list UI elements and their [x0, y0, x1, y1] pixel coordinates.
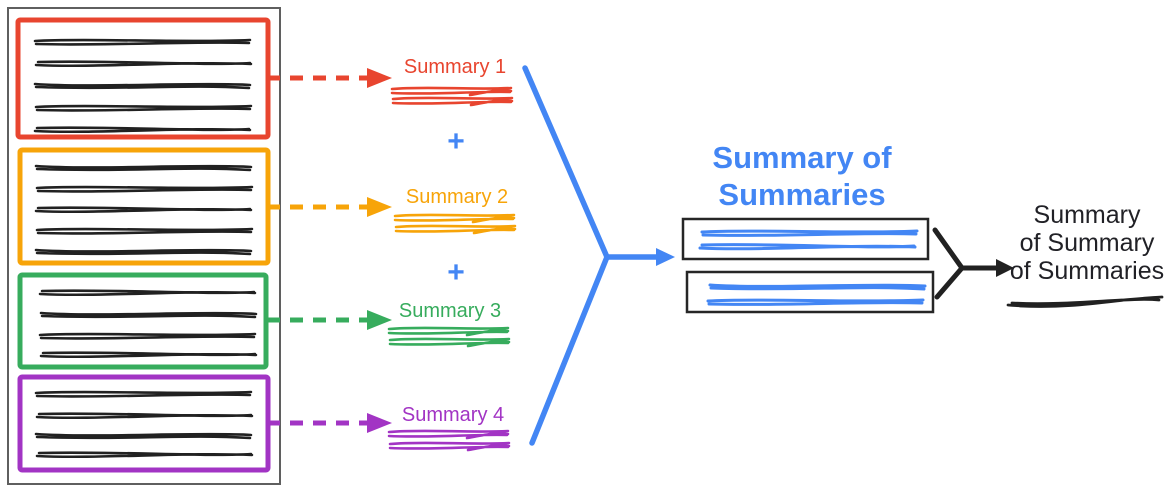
- orange-arrowhead-icon: [367, 197, 392, 217]
- text-scribble-line: [34, 164, 253, 172]
- final-summary: Summary of Summary of Summaries: [1006, 201, 1164, 308]
- black-arrowhead-icon: [996, 259, 1014, 277]
- final-summary-label-line3: of Summaries: [1010, 257, 1164, 285]
- summary-2-scribble: [393, 213, 517, 235]
- section-3-border: [17, 272, 269, 370]
- plus-operator-1: +: [447, 125, 465, 158]
- summary-scribble-line: [387, 326, 510, 337]
- sos-box-1: [681, 217, 930, 261]
- summary-1-label: Summary 1: [404, 56, 506, 78]
- text-scribble-line: [34, 432, 253, 440]
- summary-4: Summary 4: [267, 404, 511, 452]
- blue-arrowhead-icon: [656, 248, 675, 266]
- final-summary-label-line2: of Summary: [1020, 229, 1155, 257]
- plus-operator-2: +: [447, 256, 465, 289]
- merge-arrow-blue: [522, 65, 675, 446]
- summary-scribble-line: [393, 213, 516, 224]
- summary-4-scribble: [387, 429, 511, 452]
- summary-scribble-line: [388, 441, 511, 452]
- summary-of-summaries-title-line2: Summaries: [718, 177, 885, 212]
- summary-3-scribble: [387, 326, 511, 348]
- source-document: [7, 7, 281, 485]
- summary-2-label: Summary 2: [406, 186, 508, 208]
- summary-scribble-line: [708, 283, 927, 291]
- document-section-1: [15, 17, 271, 140]
- document-section-2: [17, 147, 271, 266]
- sos-box-1-border: [681, 217, 930, 261]
- section-1-border: [15, 17, 271, 140]
- text-scribble-line: [33, 82, 252, 90]
- summary-scribble-line: [390, 86, 513, 97]
- summary-3: Summary 3: [267, 300, 511, 348]
- summary-scribble-line: [394, 224, 517, 235]
- black-converging-lines: [932, 227, 965, 300]
- green-arrowhead-icon: [367, 310, 392, 330]
- document-section-4: [17, 374, 271, 473]
- summary-scribble-line: [387, 429, 510, 440]
- summary-of-summaries: Summary of Summaries: [681, 140, 935, 314]
- sos-box-2-border: [685, 270, 935, 314]
- final-summary-label-line1: Summary: [1034, 201, 1141, 229]
- summary-3-label: Summary 3: [399, 300, 501, 322]
- summary-1-scribble: [390, 86, 514, 107]
- orange-dashed-arrow: [267, 197, 392, 217]
- document-section-3: [17, 272, 269, 370]
- sos-box-2: [685, 270, 935, 314]
- summary-4-label: Summary 4: [402, 404, 504, 426]
- summary-of-summaries-title-line1: Summary of: [712, 140, 892, 175]
- final-summary-scribble: [1006, 295, 1164, 308]
- summary-scribble-line: [391, 96, 514, 107]
- red-arrowhead-icon: [367, 68, 392, 88]
- blue-converging-lines: [522, 65, 610, 446]
- text-scribble-line: [34, 248, 253, 256]
- purple-dashed-arrow: [267, 413, 392, 433]
- summary-scribble-line: [388, 337, 511, 348]
- merge-arrow-black: [932, 227, 1014, 300]
- purple-arrowhead-icon: [367, 413, 392, 433]
- summary-2: Summary 2: [267, 186, 517, 235]
- red-dashed-arrow: [267, 68, 392, 88]
- summary-1: Summary 1: [267, 56, 514, 107]
- green-dashed-arrow: [267, 310, 392, 330]
- text-scribble-line: [39, 311, 258, 319]
